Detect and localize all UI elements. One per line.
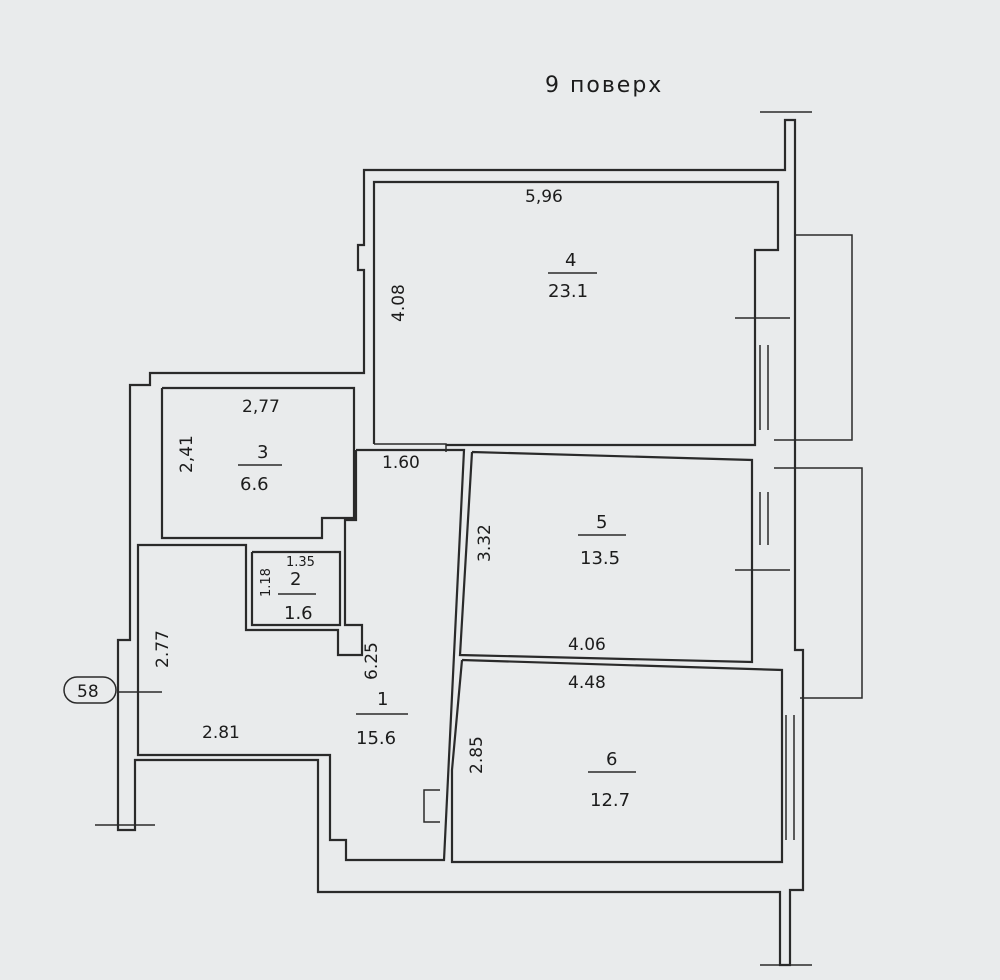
room-2-number: 2 — [290, 569, 301, 590]
room-4-wall — [372, 180, 780, 447]
room-6-area: 12.7 — [590, 790, 630, 811]
room-2-wall — [250, 550, 342, 627]
room-4-height: 4.08 — [389, 284, 409, 322]
room-1-wall — [136, 448, 466, 862]
room-6-number: 6 — [606, 749, 617, 770]
room-6-wall — [450, 658, 784, 864]
marker-oval — [63, 676, 117, 704]
room-1-left-height: 2.77 — [153, 630, 173, 668]
room-5-width: 4.06 — [568, 635, 606, 655]
room-4-number: 4 — [565, 250, 576, 271]
outer-wall — [116, 118, 805, 967]
room-1-width: 1.60 — [382, 453, 420, 473]
room-6-height: 2.85 — [467, 736, 487, 774]
room-3-width: 2,77 — [242, 397, 280, 417]
balcony-bottom — [774, 467, 863, 699]
room-4-area: 23.1 — [548, 281, 588, 302]
room-2-area: 1.6 — [284, 603, 313, 624]
room-3-wall — [160, 386, 356, 540]
room-2-height: 1.18 — [259, 568, 274, 597]
room-1-area: 15.6 — [356, 728, 396, 749]
room-5-area: 13.5 — [580, 548, 620, 569]
balcony-top — [774, 234, 853, 441]
plan-title: 9 поверх — [545, 73, 663, 98]
room-2-width: 1.35 — [286, 555, 315, 570]
door-notch — [423, 789, 440, 823]
room-6-width: 4.48 — [568, 673, 606, 693]
room-3-area: 6.6 — [240, 474, 269, 495]
room-5-height: 3.32 — [475, 524, 495, 562]
room-4-width: 5,96 — [525, 187, 563, 207]
room-1-height: 6.25 — [362, 642, 382, 680]
room-3-number: 3 — [257, 442, 268, 463]
room-1-bottom-width: 2.81 — [202, 723, 240, 743]
room-5-number: 5 — [596, 512, 607, 533]
room-5-wall — [458, 450, 754, 664]
room-3-height: 2,41 — [177, 435, 197, 473]
room-1-number: 1 — [377, 689, 388, 710]
marker-label: 58 — [77, 682, 99, 702]
